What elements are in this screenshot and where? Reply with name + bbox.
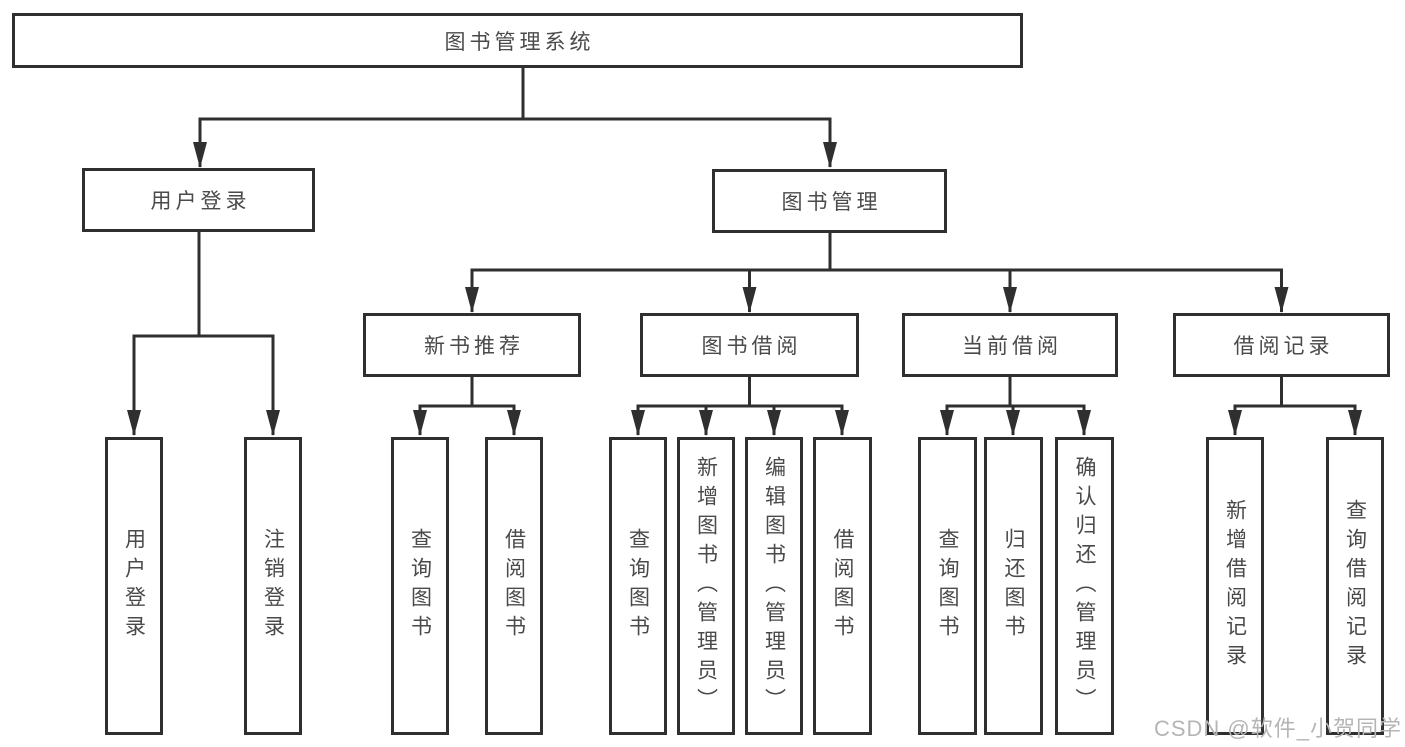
node-leaf-query-book-current-label: 查询图书 — [936, 528, 959, 644]
node-leaf-logout: 注销登录 — [244, 437, 302, 735]
node-borrow-record: 借阅记录 — [1173, 313, 1390, 377]
edge-book-management-to-level3 — [465, 232, 1289, 313]
node-book-management: 图书管理 — [712, 169, 947, 233]
node-book-borrow: 图书借阅 — [640, 313, 859, 377]
node-leaf-add-borrow-record-label: 新增借阅记录 — [1223, 499, 1247, 673]
node-leaf-query-book-current: 查询图书 — [918, 437, 977, 735]
node-leaf-add-borrow-record: 新增借阅记录 — [1206, 437, 1264, 735]
node-book-management-label: 图书管理 — [781, 191, 882, 214]
node-leaf-query-borrow-record-label: 查询借阅记录 — [1343, 499, 1367, 673]
node-leaf-borrow-book: 借阅图书 — [813, 437, 872, 735]
node-root-label: 图书管理系统 — [444, 30, 595, 54]
node-leaf-query-borrow-record: 查询借阅记录 — [1326, 437, 1384, 735]
node-user-login-label: 用户登录 — [150, 190, 251, 213]
node-leaf-borrow-book-label: 借阅图书 — [831, 528, 854, 644]
node-leaf-borrow-book-recommend-label: 借阅图书 — [502, 528, 526, 644]
edge-new-book-recommend-to-leaves — [413, 377, 521, 436]
edge-book-borrow-to-leaves — [631, 377, 849, 436]
node-leaf-query-book-recommend-label: 查询图书 — [408, 528, 432, 644]
node-borrow-record-label: 借阅记录 — [1233, 335, 1334, 358]
node-leaf-return-book-label: 归还图书 — [1002, 528, 1025, 644]
node-leaf-edit-book-admin: 编辑图书（管理员） — [745, 437, 803, 735]
node-leaf-user-login: 用户登录 — [105, 437, 163, 735]
node-new-book-recommend: 新书推荐 — [363, 313, 581, 377]
edge-user-login-to-leaves — [127, 231, 280, 436]
node-user-login: 用户登录 — [82, 168, 315, 232]
node-leaf-user-login-label: 用户登录 — [122, 528, 146, 644]
node-leaf-return-book: 归还图书 — [984, 437, 1043, 735]
node-leaf-logout-label: 注销登录 — [261, 528, 285, 644]
node-book-borrow-label: 图书借阅 — [701, 335, 802, 358]
node-leaf-add-book-admin: 新增图书（管理员） — [677, 437, 735, 735]
node-leaf-query-book-borrow: 查询图书 — [609, 437, 667, 735]
node-current-borrow-label: 当前借阅 — [962, 335, 1062, 358]
edge-borrow-record-to-leaves — [1228, 377, 1362, 436]
csdn-watermark: CSDN @软件_小贺同学 — [1153, 716, 1402, 741]
node-leaf-edit-book-admin-label: 编辑图书（管理员） — [762, 455, 786, 717]
edge-current-borrow-to-leaves — [940, 377, 1091, 436]
node-leaf-query-book-recommend: 查询图书 — [391, 437, 449, 735]
node-leaf-query-book-borrow-label: 查询图书 — [626, 528, 650, 644]
edge-root-to-level2 — [193, 66, 837, 168]
node-leaf-confirm-return-admin-label: 确认归还（管理员） — [1073, 455, 1096, 717]
node-leaf-borrow-book-recommend: 借阅图书 — [485, 437, 543, 735]
node-new-book-recommend-label: 新书推荐 — [424, 335, 524, 358]
node-current-borrow: 当前借阅 — [902, 313, 1118, 377]
node-root: 图书管理系统 — [12, 13, 1023, 68]
node-leaf-add-book-admin-label: 新增图书（管理员） — [694, 455, 718, 717]
node-leaf-confirm-return-admin: 确认归还（管理员） — [1055, 437, 1114, 735]
